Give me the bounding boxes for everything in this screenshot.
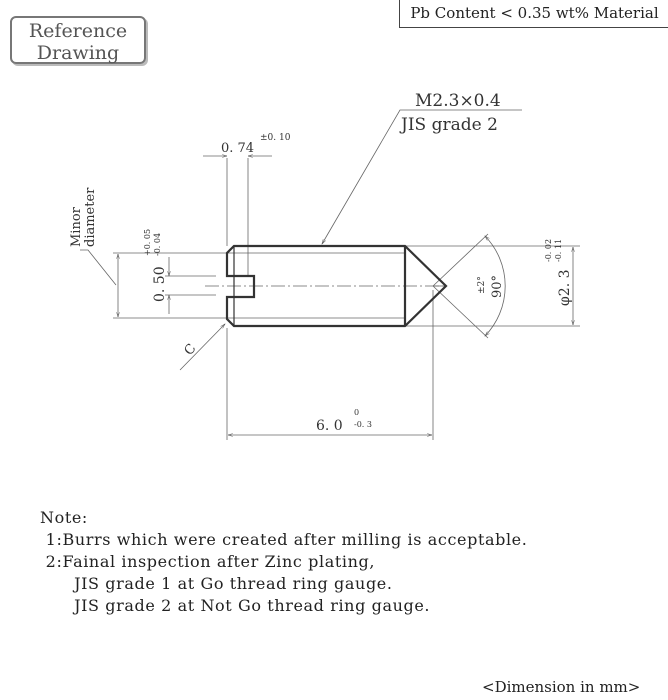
badge-line-1: Reference: [28, 20, 128, 42]
note-item: JIS grade 2 at Not Go thread ring gauge.: [40, 596, 431, 615]
minor-label: Minor: [69, 206, 84, 247]
dimension-lines: [80, 109, 580, 440]
material-note: Pb Content < 0.35 wt% Material: [399, 0, 668, 28]
notes-title: Note:: [40, 508, 88, 527]
note-item: 2:Fainal inspection after Zinc plating,: [40, 552, 376, 571]
slot-depth-tol-upper: +0. 05: [143, 229, 152, 256]
slot-depth-tol-lower: -0. 04: [153, 233, 162, 256]
badge-line-2: Drawing: [36, 42, 120, 64]
diameter-dim: φ2. 3: [557, 269, 573, 306]
note-item: 1:Burrs which were created after milling…: [40, 530, 528, 549]
length-dim: 6. 0: [316, 418, 343, 434]
dimension-unit-note: <Dimension in mm>: [482, 678, 641, 696]
thread-grade: JIS grade 2: [399, 115, 498, 135]
slot-depth-dim: 0. 50: [152, 266, 168, 302]
slot-width-dim: 0. 74: [221, 141, 254, 156]
thread-spec: M2.3×0.4: [415, 91, 501, 111]
note-item: JIS grade 1 at Go thread ring gauge.: [40, 574, 393, 593]
diameter-tol-lower: -0. 11: [554, 239, 563, 262]
angle-tol: ±2°: [477, 276, 487, 294]
reference-drawing-badge: Reference Drawing: [10, 16, 146, 64]
chamfer-label: C: [182, 341, 200, 358]
minor-label-2: diameter: [83, 187, 98, 247]
diameter-tol-upper: -0. 02: [544, 239, 553, 262]
notes-block: Note: 1:Burrs which were created after m…: [40, 507, 527, 617]
angle-dim: 90°: [490, 275, 505, 298]
length-tol-lower: -0. 3: [354, 420, 372, 429]
set-screw-outline: [225, 244, 448, 328]
slot-width-tol: ±0. 10: [260, 133, 291, 143]
length-tol-upper: 0: [354, 408, 359, 417]
